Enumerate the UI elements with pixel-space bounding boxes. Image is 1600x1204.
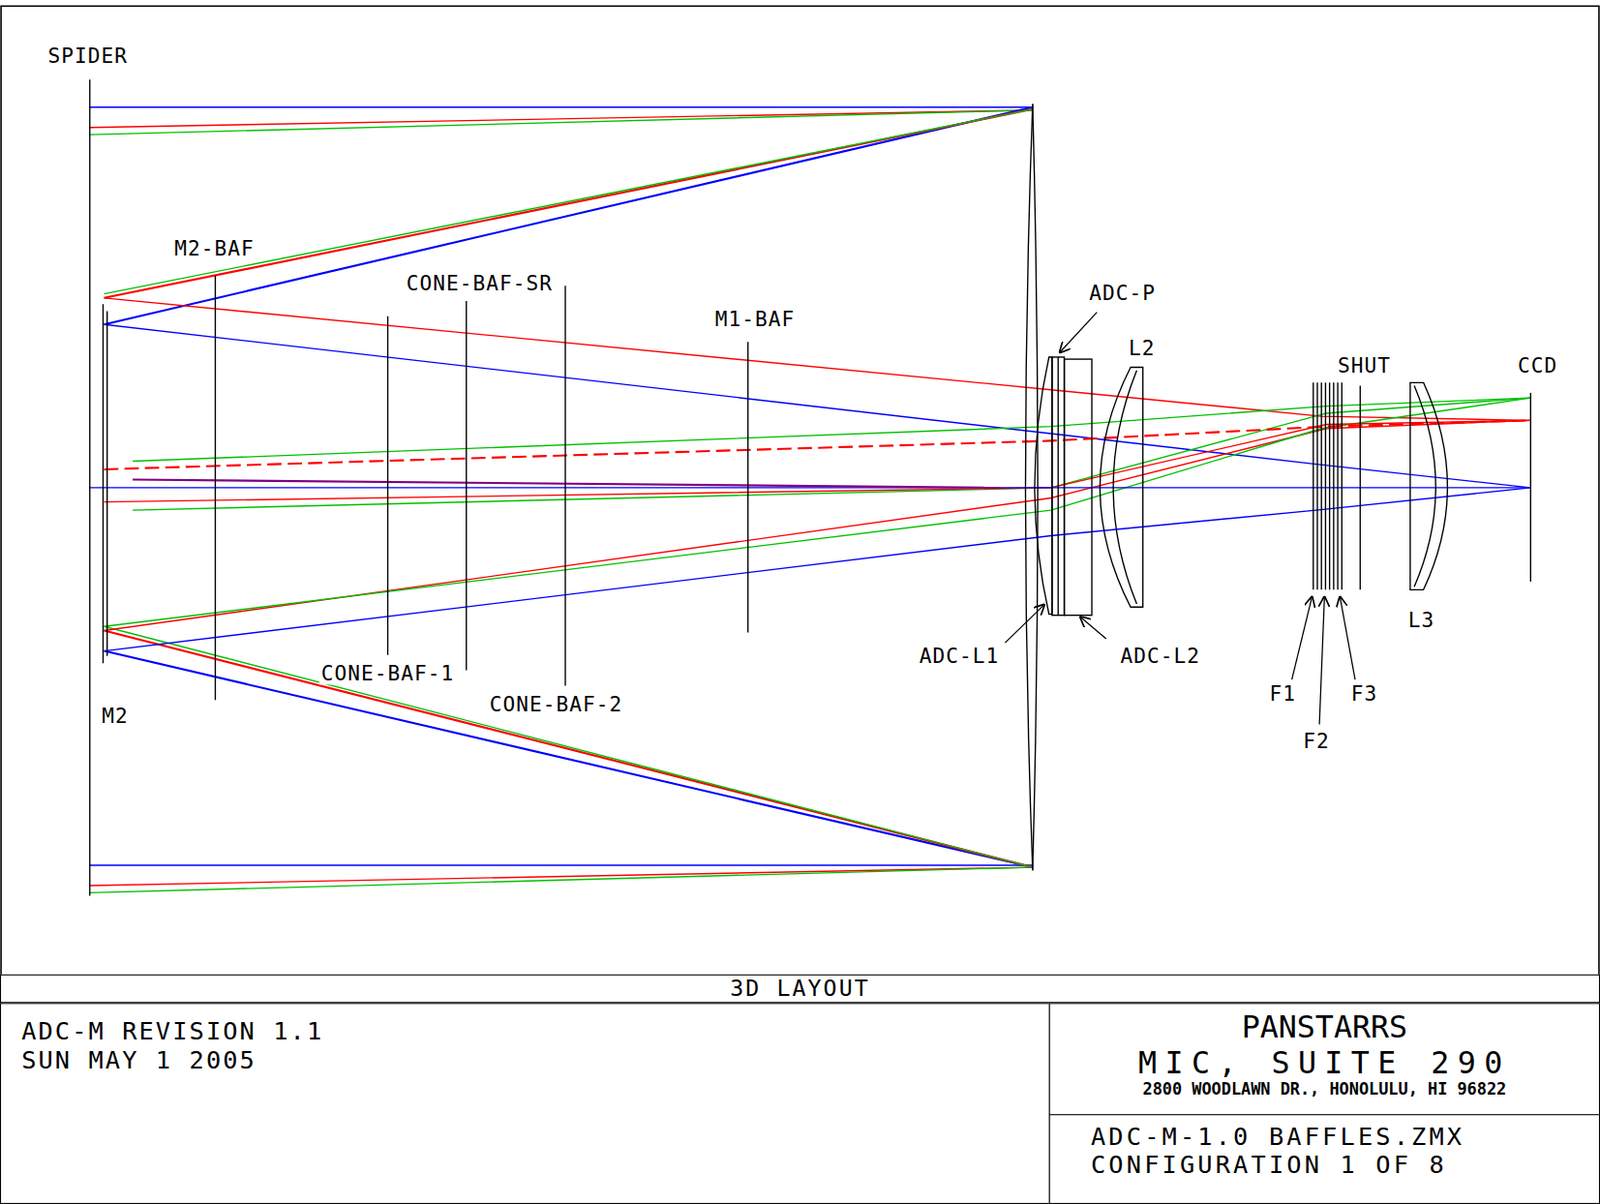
- title-text: 3D LAYOUT: [0, 975, 1600, 1002]
- title-text: ADC-M REVISION 1.1: [21, 1018, 1029, 1047]
- title-text: 2800 WOODLAWN DR., HONOLULU, HI 96822: [1054, 1080, 1596, 1099]
- part-label: M2: [99, 704, 131, 727]
- part-label: L3: [1406, 608, 1438, 632]
- part-label: ADC-L2: [1117, 644, 1203, 667]
- part-label: ADC-L1: [917, 644, 1002, 667]
- part-label: SPIDER: [45, 44, 130, 67]
- part-label: M2-BAF: [172, 237, 257, 260]
- part-label: ADC-P: [1086, 281, 1158, 304]
- title-text: ADC-M-1.0 BAFFLES.ZMX: [1090, 1123, 1559, 1152]
- file-box: ADC-M-1.0 BAFFLES.ZMXCONFIGURATION 1 OF …: [1049, 1114, 1600, 1204]
- part-label: F2: [1300, 729, 1332, 753]
- organization-box: PANSTARRSMIC, SUITE 2902800 WOODLAWN DR.…: [1049, 1002, 1600, 1116]
- title-text: PANSTARRS: [1054, 1010, 1596, 1046]
- title-text: MIC, SUITE 290: [1054, 1045, 1596, 1081]
- rays: [90, 107, 1532, 894]
- part-label: L2: [1126, 336, 1158, 360]
- part-label: CONE-BAF-1: [319, 662, 457, 685]
- part-label: CONE-BAF-SR: [404, 271, 555, 295]
- optics: [90, 79, 1532, 896]
- revision-box: ADC-M REVISION 1.1SUN MAY 1 2005: [0, 1002, 1051, 1204]
- title-band: 3D LAYOUT: [0, 974, 1600, 1004]
- leader-lines: [1004, 312, 1356, 725]
- part-label: SHUT: [1335, 354, 1393, 377]
- title-text: CONFIGURATION 1 OF 8: [1090, 1151, 1559, 1180]
- part-label: M1-BAF: [713, 307, 798, 331]
- part-label: CCD: [1515, 354, 1560, 377]
- part-label: F1: [1267, 682, 1299, 705]
- part-label: F3: [1349, 682, 1381, 705]
- title-text: SUN MAY 1 2005: [21, 1046, 1029, 1075]
- part-label: CONE-BAF-2: [487, 693, 626, 716]
